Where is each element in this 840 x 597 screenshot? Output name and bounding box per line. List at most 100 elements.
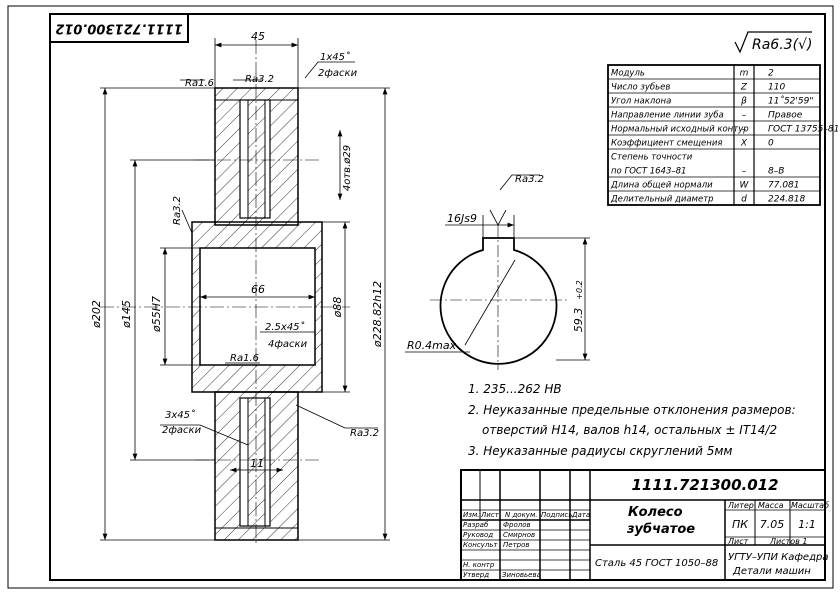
param-symbol: W [740,181,750,191]
tb-name-1: Колесо [628,505,683,520]
tb-name-2: зубчатое [626,522,695,537]
param-value: Правое [768,111,803,121]
param-symbol: Z [740,83,748,93]
tb-h-massa: Масса [758,501,784,510]
param-symbol: – [742,167,747,177]
key-tol: +0.2 [575,280,584,299]
param-value: 11˚52'59" [768,96,813,107]
keyway-view [405,174,590,370]
tb-massa: 7.05 [760,518,785,531]
ra-mid: Ra1.6 [230,353,259,364]
key-ra: Ra3.2 [515,174,544,185]
ra-left: Ra3.2 [172,196,183,225]
tb-h-izm: Изм. [463,511,479,519]
tb-h-podp: Подпись [541,511,573,519]
dim-width: 45 [251,30,265,43]
key-16js9: 16Js9 [447,212,477,225]
key-59-3: 59.3 [572,308,585,333]
param-value: 2 [768,69,774,79]
tb-liter: ПК [732,518,749,531]
tb-r-nkontr: Н. контр [463,561,495,569]
inner-frame [49,13,826,581]
title-block [460,469,826,581]
param-symbol: m [740,69,749,79]
tb-h-ndok: N докум. [505,511,537,519]
tb-h-data: Дата [571,511,590,519]
ra-bottom: Ra3.2 [350,428,379,439]
gear-section-view [100,40,350,545]
tb-listov: Листов 1 [769,537,808,546]
param-name: по ГОСТ 1643–81 [611,167,686,177]
param-name: Угол наклона [611,97,671,107]
bore [199,247,316,366]
tb-h-list: Лист [480,511,500,519]
tb-r-razrab: Разраб [463,521,489,529]
param-symbol: β [740,97,747,107]
rotated-stamp-code: 1111.721300.012 [55,21,182,36]
outer-frame [7,5,834,589]
tb-org-1: УГТУ–УПИ Кафедра [728,552,828,563]
tb-n-razrab: Фролов [503,521,531,529]
dim-d145: ø145 [120,300,133,329]
param-name: Длина общей нормали [610,181,713,191]
dim-web-11: 11 [250,457,264,470]
tb-n-konsult: Петров [503,541,530,549]
bore-circle [439,237,558,365]
tb-r-rukovod: Руковод [463,531,493,539]
tb-list: Лист [727,537,749,546]
tb-masht: 1:1 [798,518,816,531]
param-name: Направление линии зуба [611,111,724,121]
dim-holes: 4отв.ø29 [342,145,353,191]
param-symbol: X [740,139,748,149]
param-name: Нормальный исходный контур [611,125,749,135]
param-name: Коэффициент смещения [611,139,722,149]
note-2-cont: отверстий H14, валов h14, остальных ± IT… [482,423,777,437]
param-name: Модуль [611,69,645,79]
note-3: 3. Неуказанные радиусы скруглений 5мм [468,444,732,458]
tb-r-utverd: Утверд [463,571,489,579]
dim-chamfer-4faski: 4фаски [268,339,308,350]
dim-chamfer-faski: 2фаски [318,68,358,79]
param-value: 224.818 [768,195,805,205]
ra-top-right: Ra3.2 [245,74,274,85]
roughness-sign-icon [734,31,812,54]
tb-h-liter: Литер [727,501,754,510]
param-name: Число зубьев [611,83,670,93]
key-r04: R0.4max [407,339,457,352]
dim-chamfer-1x45: 1x45˚ [320,51,350,63]
tb-material: Сталь 45 ГОСТ 1050–88 [595,558,718,569]
dim-d228: ø228.82h12 [371,281,384,348]
general-roughness: Ra6.3(√) [752,37,812,53]
rotated-stamp-box [49,13,189,43]
dim-chamfer-25: 2.5x45˚ [265,321,305,333]
tb-r-konsult: Консульт [463,541,498,549]
web-top [247,99,266,219]
tb-n-rukovod: Смирнов [503,531,535,539]
dim-chamfer-2faski: 2фаски [162,425,202,436]
web-bottom [247,397,266,527]
param-value: ГОСТ 13755–81 [768,125,839,135]
dim-chamfer-3x45: 3x45˚ [165,409,195,421]
dim-d202: ø202 [90,300,103,329]
note-1: 1. 235...262 HB [468,382,562,396]
tb-code: 1111.721300.012 [631,476,778,494]
param-symbol: – [742,125,747,135]
param-value: 77.081 [768,181,800,191]
tb-org-2: Детали машин [732,566,811,577]
dim-d88: ø88 [331,297,344,319]
dim-length-66: 66 [251,283,265,296]
dim-d55h7: ø55H7 [150,296,163,333]
tb-h-masht: Масштаб [791,501,829,510]
param-name: Делительный диаметр [610,195,714,205]
param-value: 8–B [768,167,784,177]
note-2: 2. Неуказанные предельные отклонения раз… [468,403,796,417]
tb-n-utverd: Зиновьева [502,571,541,579]
param-value: 0 [768,139,774,149]
param-value: 110 [768,83,785,93]
ra-top-left: Ra1.6 [185,78,214,89]
param-symbol: d [741,195,747,205]
param-name: Степень точности [611,153,693,163]
param-symbol: – [742,111,747,121]
